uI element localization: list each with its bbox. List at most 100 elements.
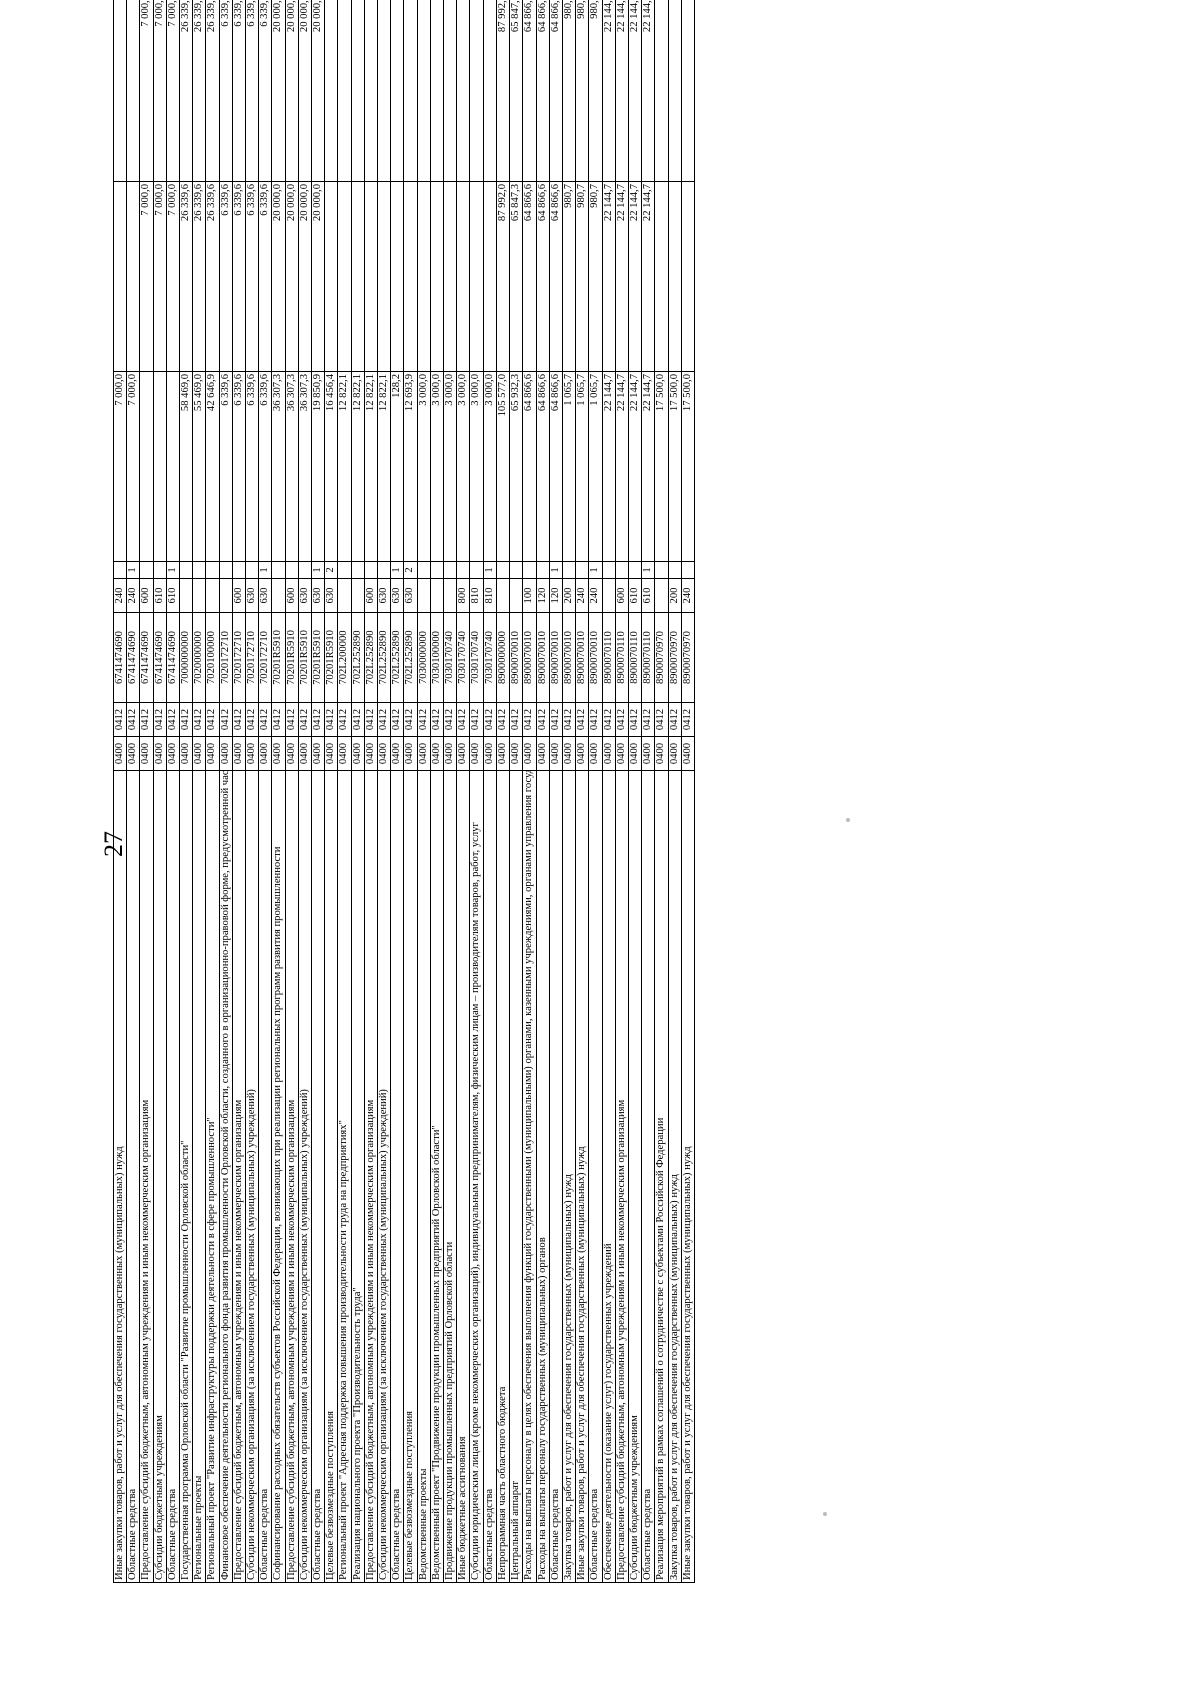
amount-year-3: 7 000,0: [166, 0, 180, 182]
amount-year-1: 1 065,7: [588, 371, 603, 562]
amount-year-3: [390, 0, 404, 182]
funding-source-mark: [219, 561, 233, 579]
funding-source-mark: [430, 561, 444, 579]
table-row: Иные закупки товаров, работ и услуг для …: [113, 0, 127, 1583]
subsection-code: 0412: [417, 702, 431, 737]
funding-source-mark: [113, 561, 127, 579]
target-article-code: 8900070970: [668, 612, 682, 703]
funding-source-mark: [536, 561, 550, 579]
amount-year-1: 105 577,0: [496, 371, 510, 562]
section-code: 0400: [417, 736, 431, 771]
section-code: 0400: [232, 736, 246, 771]
funding-source-mark: 1: [126, 561, 140, 579]
row-name: Закупка товаров, работ и услуг для обесп…: [668, 770, 682, 1583]
target-article-code: 7020172710: [232, 612, 246, 703]
table-row: Закупка товаров, работ и услуг для обесп…: [668, 0, 682, 1583]
target-article-code: 7000000000: [179, 612, 193, 703]
amount-year-1: 6 339,6: [219, 371, 233, 562]
amount-year-3: 64 866,6: [536, 0, 550, 182]
target-article-code: 8900000000: [496, 612, 510, 703]
section-code: 0400: [443, 736, 457, 771]
row-name: Региональный проект "Адресная поддержка …: [337, 770, 352, 1583]
amount-year-2: 64 866,6: [549, 181, 563, 372]
funding-source-mark: [628, 561, 642, 579]
table-row: Региональный проект "Развитие инфраструк…: [205, 0, 220, 1583]
expense-type-code: 600: [364, 578, 378, 613]
row-name: Реализация национального проекта "Произв…: [351, 770, 365, 1583]
subsection-code: 0412: [285, 702, 299, 737]
section-code: 0400: [219, 736, 233, 771]
table-row: Предоставление субсидий бюджетным, автон…: [139, 0, 154, 1583]
row-name: Центральный аппарат: [509, 770, 523, 1583]
row-name: Иные бюджетные ассигнования: [456, 770, 470, 1583]
subsection-code: 0412: [641, 702, 655, 737]
row-name: Региональный проект "Развитие инфраструк…: [205, 770, 220, 1583]
section-code: 0400: [364, 736, 378, 771]
funding-source-mark: 1: [641, 561, 655, 579]
amount-year-1: 22 144,7: [641, 371, 655, 562]
funding-source-mark: [298, 561, 312, 579]
section-code: 0400: [126, 736, 140, 771]
amount-year-2: 20 000,0: [285, 181, 299, 372]
target-article-code: 8900070110: [641, 612, 655, 703]
section-code: 0400: [496, 736, 510, 771]
row-name: Иные закупки товаров, работ и услуг для …: [113, 770, 127, 1583]
amount-year-3: 64 866,6: [549, 0, 563, 182]
section-code: 0400: [337, 736, 352, 771]
amount-year-1: 12 822,1: [351, 371, 365, 562]
target-article-code: 702L252890: [377, 612, 391, 703]
amount-year-3: 64 866,6: [522, 0, 536, 182]
target-article-code: 7020172710: [219, 612, 233, 703]
subsection-code: 0412: [430, 702, 444, 737]
subsection-code: 0412: [364, 702, 378, 737]
target-article-code: 6741474690: [139, 612, 154, 703]
amount-year-3: [337, 0, 352, 182]
funding-source-mark: 1: [311, 561, 325, 579]
row-name: Предоставление субсидий бюджетным, автон…: [364, 770, 378, 1583]
amount-year-3: 22 144,7: [615, 0, 629, 182]
section-code: 0400: [628, 736, 642, 771]
funding-source-mark: [602, 561, 616, 579]
expense-type-code: 240: [575, 578, 589, 613]
table-row: Предоставление субсидий бюджетным, автон…: [615, 0, 629, 1583]
funding-source-mark: [681, 561, 695, 579]
subsection-code: 0412: [654, 702, 669, 737]
amount-year-1: 1 065,7: [562, 371, 576, 562]
row-name: Областные средства: [126, 770, 140, 1583]
expense-type-code: 610: [641, 578, 655, 613]
target-article-code: 702L252890: [351, 612, 365, 703]
row-name: Предоставление субсидий бюджетным, автон…: [232, 770, 246, 1583]
table-row: Региональный проект "Адресная поддержка …: [337, 0, 352, 1583]
row-name: Продвижение продукции промышленных предп…: [443, 770, 457, 1583]
amount-year-1: 58 469,0: [179, 371, 193, 562]
subsection-code: 0412: [628, 702, 642, 737]
budget-table: Иные закупки товаров, работ и услуг для …: [113, 0, 695, 1583]
table-row: Субсидии некоммерческим организациям (за…: [377, 0, 391, 1583]
funding-source-mark: [245, 561, 259, 579]
section-code: 0400: [536, 736, 550, 771]
target-article-code: 70201R5910: [285, 612, 299, 703]
section-code: 0400: [192, 736, 206, 771]
amount-year-3: [430, 0, 444, 182]
subsection-code: 0412: [681, 702, 695, 737]
table-row: Расходы на выплаты персоналу в целях обе…: [522, 0, 536, 1583]
amount-year-2: [483, 181, 497, 372]
expense-type-code: 240: [588, 578, 603, 613]
target-article-code: 8900070010: [536, 612, 550, 703]
section-code: 0400: [615, 736, 629, 771]
amount-year-1: 17 500,0: [654, 371, 669, 562]
expense-type-code: 630: [311, 578, 325, 613]
funding-source-mark: [417, 561, 431, 579]
funding-source-mark: [364, 561, 378, 579]
funding-source-mark: [153, 561, 167, 579]
section-code: 0400: [166, 736, 180, 771]
section-code: 0400: [113, 736, 127, 771]
row-name: Ведомственный проект "Продвижение продук…: [430, 770, 444, 1583]
expense-type-code: 600: [139, 578, 154, 613]
target-article-code: 70201R5910: [311, 612, 325, 703]
subsection-code: 0412: [139, 702, 154, 737]
row-name: Закупка товаров, работ и услуг для обесп…: [562, 770, 576, 1583]
